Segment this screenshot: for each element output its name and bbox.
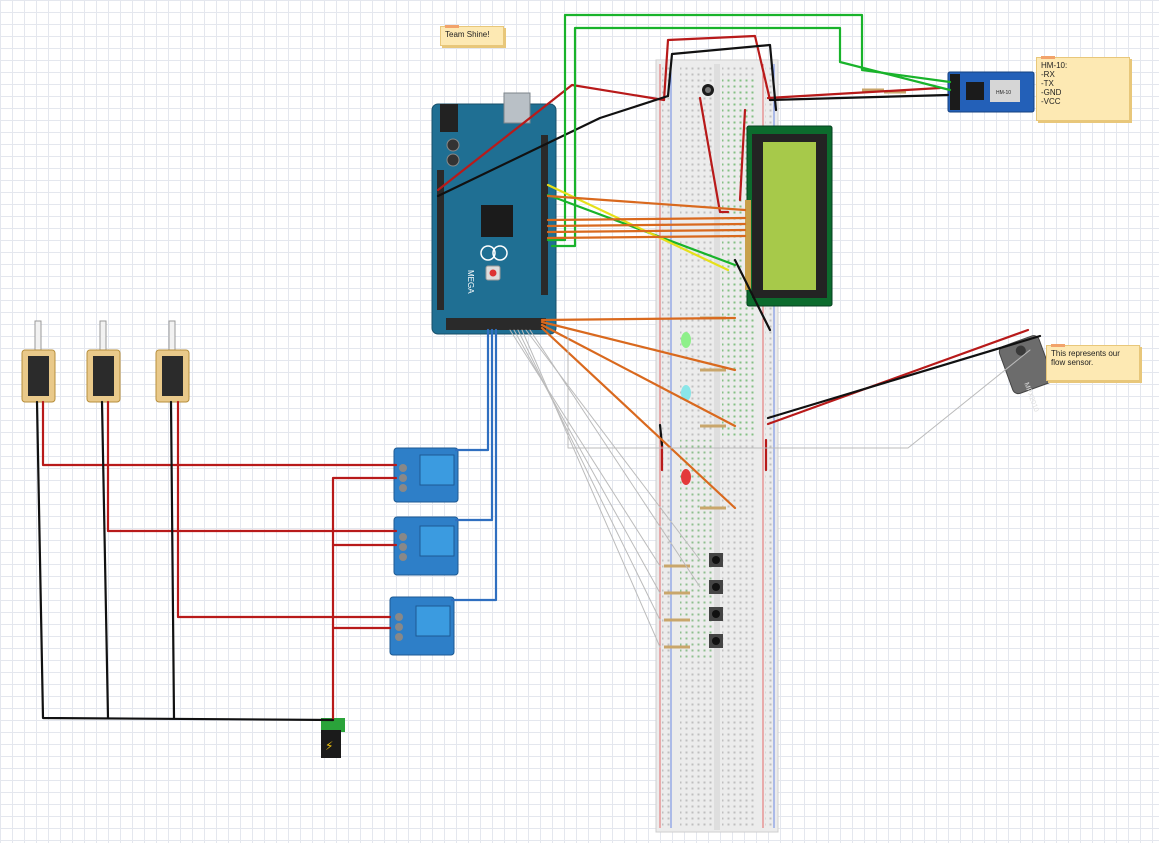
note-team-text: Team Shine!	[445, 30, 490, 39]
relay-1	[393, 447, 459, 503]
bluetooth-module-icon: HM-10	[947, 71, 1035, 113]
led-cyan-icon	[681, 385, 691, 401]
note-pin	[445, 25, 459, 28]
lcd-display	[745, 125, 833, 307]
note-hm10-title: HM-10:	[1041, 61, 1068, 70]
solenoid-3	[155, 320, 190, 403]
svg-text:⚡: ⚡	[325, 739, 333, 753]
note-hm10-pin-rx: -RX	[1041, 70, 1055, 79]
note-flow-sensor: This represents our flow sensor.	[1046, 344, 1140, 381]
note-hm10-pins: HM-10: -RX -TX -GND -VCC	[1036, 56, 1130, 121]
note-team-shine: Team Shine!	[440, 25, 504, 46]
power-jack-icon: ⚡	[321, 718, 345, 758]
led-red-icon	[681, 469, 691, 485]
note-hm10-pin-vcc: -VCC	[1041, 97, 1061, 106]
arduino-mega: MEGA	[431, 92, 557, 335]
bluetooth-label: HM-10	[996, 90, 1011, 96]
note-hm10-pin-gnd: -GND	[1041, 88, 1062, 97]
solenoid-2	[86, 320, 121, 403]
potentiometer-icon	[702, 84, 714, 96]
arduino-logo-text: MEGA	[466, 270, 475, 294]
relay-3	[389, 596, 455, 656]
pushbuttons	[709, 553, 723, 648]
wires	[35, 13, 1042, 722]
note-pin	[1051, 344, 1065, 347]
note-hm10-pin-tx: -TX	[1041, 79, 1054, 88]
relay-2	[393, 516, 459, 576]
note-flow-line1: This represents our	[1051, 349, 1120, 358]
led-green-icon	[681, 332, 691, 348]
note-flow-line2: flow sensor.	[1051, 358, 1094, 367]
solenoid-1	[21, 320, 56, 403]
note-pin	[1041, 56, 1055, 59]
